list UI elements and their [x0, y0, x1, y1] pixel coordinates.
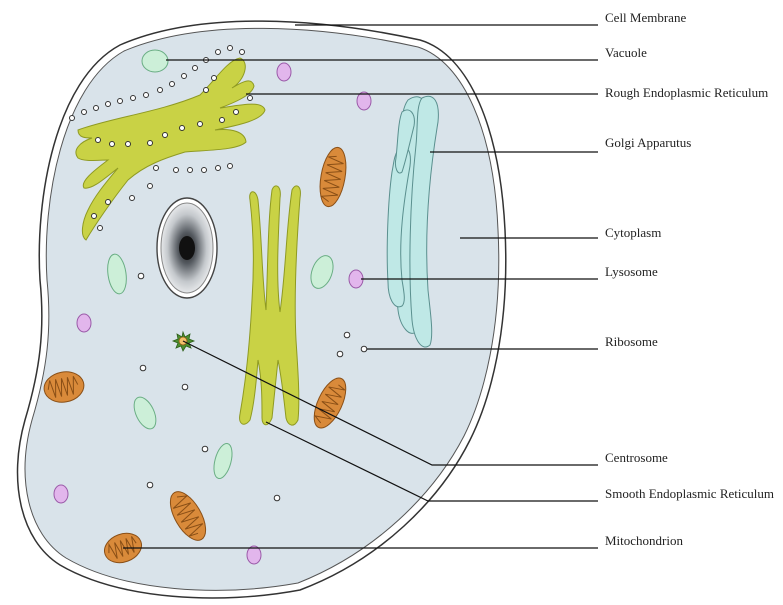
nucleus — [157, 198, 217, 298]
label-mitochondrion: Mitochondrion — [605, 533, 683, 548]
nucleolus — [179, 236, 195, 260]
lysosome-5 — [54, 485, 68, 503]
label-golgi: Golgi Apparutus — [605, 135, 691, 150]
label-smooth-er: Smooth Endoplasmic Reticulum — [605, 486, 774, 501]
label-cell-membrane: Cell Membrane — [605, 10, 686, 25]
label-rough-er: Rough Endoplasmic Reticulum — [605, 85, 768, 100]
label-ribosome: Ribosome — [605, 334, 658, 349]
lysosome-6 — [247, 546, 261, 564]
lysosome-4 — [77, 314, 91, 332]
lysosome-2 — [357, 92, 371, 110]
lysosome-3 — [349, 270, 363, 288]
vacuole-1 — [142, 50, 168, 72]
labels: Cell Membrane Vacuole Rough Endoplasmic … — [605, 10, 774, 548]
label-centrosome: Centrosome — [605, 450, 668, 465]
lysosome-1 — [277, 63, 291, 81]
label-cytoplasm: Cytoplasm — [605, 225, 661, 240]
label-vacuole: Vacuole — [605, 45, 647, 60]
label-lysosome: Lysosome — [605, 264, 658, 279]
